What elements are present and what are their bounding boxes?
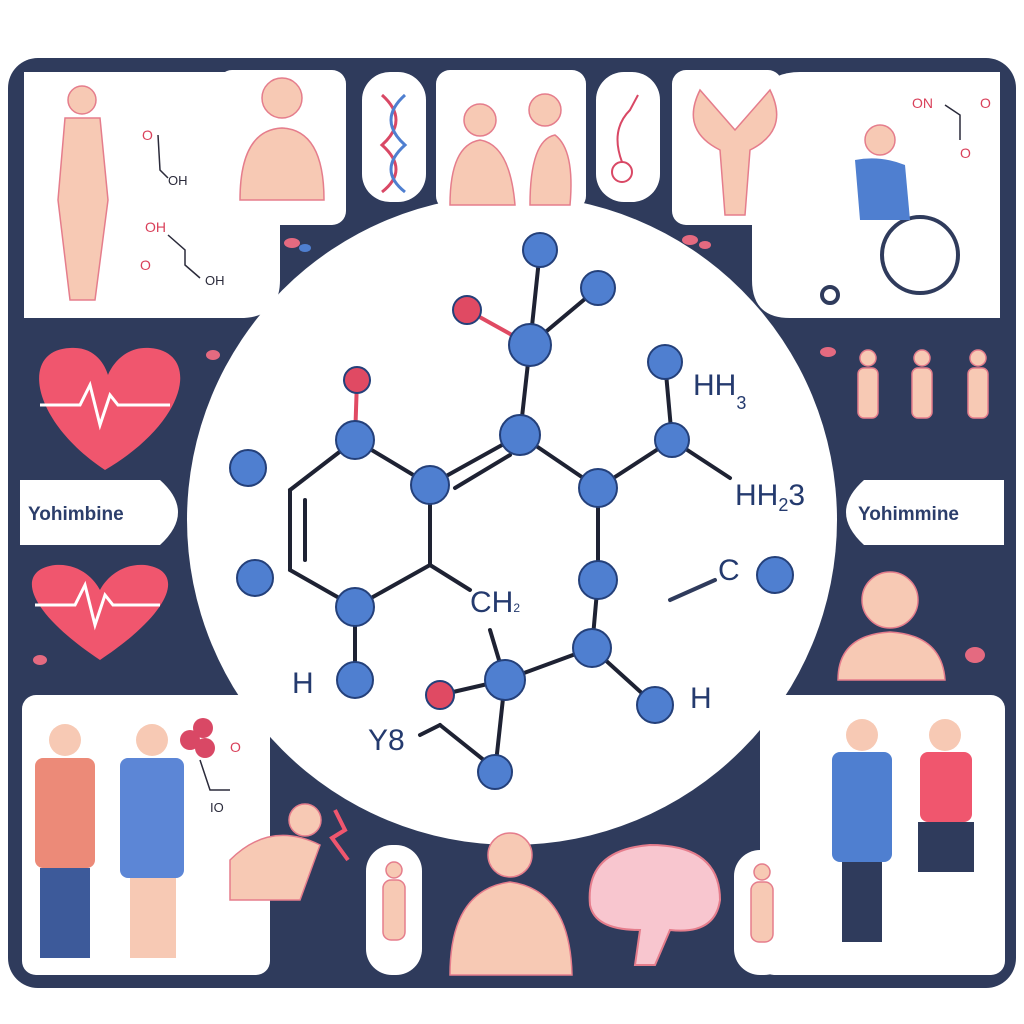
formula-text: OH: [145, 219, 166, 235]
sperm-icon: [611, 94, 639, 183]
man-torso-icon: [239, 77, 325, 201]
woman-figure-icon: [57, 85, 109, 301]
atom: [647, 344, 683, 380]
formula-text: OH: [168, 173, 188, 188]
wheelchair-person-icon: [864, 124, 896, 156]
atom: [335, 587, 375, 627]
flower-icon: [180, 718, 215, 758]
atom: [477, 754, 513, 790]
atom: [572, 628, 612, 668]
formula-text: O: [142, 127, 153, 143]
lightning-pain-icon: [329, 809, 350, 862]
formula-text: O: [230, 739, 241, 755]
atom: [499, 414, 541, 456]
atom: [578, 560, 618, 600]
c-label: C: [718, 554, 740, 587]
formula-text: O: [960, 145, 971, 161]
molecule-atoms: [229, 232, 794, 790]
h-right-label: H: [690, 682, 712, 715]
atom: [336, 661, 374, 699]
heart-icon: [31, 564, 169, 660]
formula-text: O: [980, 95, 991, 111]
hh23-label: HH23: [735, 479, 805, 515]
atom: [654, 422, 690, 458]
doctor-couple-icon: [35, 724, 184, 958]
panel-top-sperm: [596, 72, 660, 202]
brain-icon: [588, 843, 722, 966]
back-pain-person-icon: [229, 803, 322, 901]
central-circle: [187, 195, 837, 845]
body-organ-icon: [750, 863, 774, 943]
atom: [508, 323, 552, 367]
atom: [578, 468, 618, 508]
formula-text: IO: [210, 800, 224, 815]
formula-text: O: [140, 257, 151, 273]
human-figures: [57, 77, 989, 976]
atom: [522, 232, 558, 268]
atom: [756, 556, 794, 594]
panel-top-dna: [362, 72, 426, 202]
h-left-label: H: [292, 667, 314, 700]
atom: [580, 270, 616, 306]
atom: [229, 449, 267, 487]
oxygen-atom: [452, 295, 482, 325]
elderly-couple-icon: [832, 719, 974, 942]
atom: [236, 559, 274, 597]
atom: [335, 420, 375, 460]
formula-bonds: [157, 104, 961, 791]
body-organ-icon: [382, 861, 406, 941]
formula-text: ON: [912, 95, 933, 111]
dna-icon: [379, 93, 408, 194]
pills-icon: [33, 235, 985, 665]
yohimbine-label: Yohimbine: [28, 504, 124, 525]
panel-right-label: [846, 480, 1004, 545]
wheelchair-icon: [820, 215, 960, 305]
chest-pain-person-icon: [449, 832, 573, 976]
oxygen-atom: [343, 366, 371, 394]
yohimmine-label: Yohimmine: [858, 504, 959, 525]
spine-icon: [692, 88, 778, 216]
wheelchair-person-shirt: [855, 158, 910, 220]
y8-label: Y8: [368, 724, 405, 757]
atom: [410, 465, 450, 505]
oxygen-atom: [425, 680, 455, 710]
elderly-woman-icon: [837, 571, 946, 681]
heart-icon: [39, 347, 181, 470]
panel-left-label: [20, 480, 178, 545]
hh3-top-label: HH3: [693, 369, 746, 413]
ch2-label: CH2: [470, 586, 520, 619]
atom: [484, 659, 526, 701]
standing-people-icon: [857, 349, 989, 419]
atom: [636, 686, 674, 724]
couple-icon: [449, 93, 572, 206]
formula-text: OH: [205, 273, 225, 288]
